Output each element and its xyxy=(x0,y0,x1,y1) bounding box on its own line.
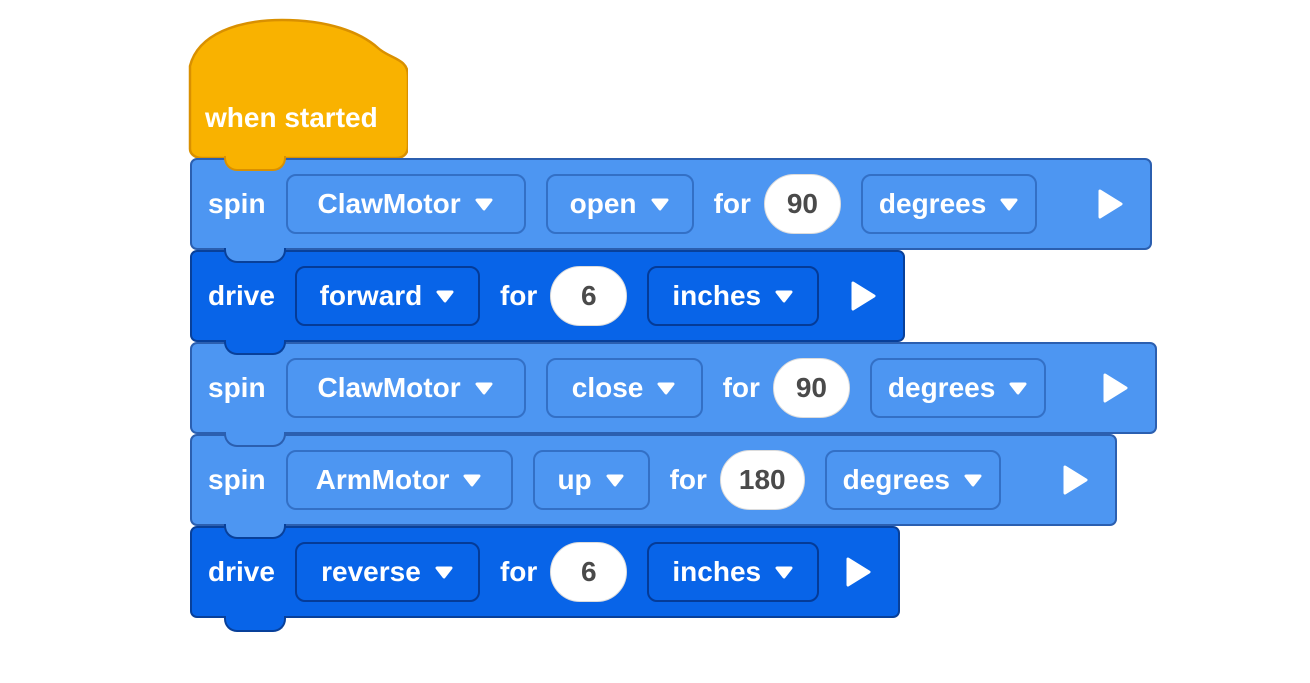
hat-block-shape xyxy=(188,18,408,159)
value-input[interactable]: 6 xyxy=(550,266,628,326)
play-icon xyxy=(1061,464,1089,496)
chevron-down-icon xyxy=(474,381,494,395)
direction-dropdown[interactable]: close xyxy=(545,358,703,418)
dropdown-value: degrees xyxy=(842,464,951,495)
chevron-down-icon xyxy=(999,197,1019,211)
chevron-down-icon xyxy=(1008,381,1028,395)
unit-dropdown[interactable]: degrees xyxy=(869,358,1047,418)
chevron-down-icon xyxy=(435,289,455,303)
chevron-down-icon xyxy=(650,197,670,211)
chevron-down-icon xyxy=(963,473,983,487)
block-connector-tab xyxy=(224,524,286,539)
block-connector-tab xyxy=(224,432,286,447)
for-label: for xyxy=(499,280,538,311)
dropdown-value: inches xyxy=(672,556,762,587)
dropdown-value: ClawMotor xyxy=(317,372,461,403)
spin-block-2[interactable]: spin ClawMotor close for 90 degrees xyxy=(190,342,1157,434)
motor-dropdown[interactable]: ClawMotor xyxy=(285,358,526,418)
chevron-down-icon xyxy=(656,381,676,395)
direction-dropdown[interactable]: reverse xyxy=(294,542,480,602)
dropdown-value: close xyxy=(571,372,644,403)
play-icon xyxy=(1096,188,1124,220)
dropdown-value: degrees xyxy=(887,372,996,403)
chevron-down-icon xyxy=(774,565,794,579)
play-icon xyxy=(844,556,872,588)
hat-block-label: when started xyxy=(205,102,378,133)
command-label: spin xyxy=(208,464,266,495)
dropdown-value: degrees xyxy=(878,188,987,219)
dropdown-value: up xyxy=(557,464,592,495)
drive-block-1[interactable]: drive forward for 6 inches xyxy=(190,250,905,342)
block-connector-tab xyxy=(224,616,286,632)
dropdown-value: reverse xyxy=(321,556,421,587)
for-label: for xyxy=(669,464,707,495)
unit-dropdown[interactable]: inches xyxy=(647,266,820,326)
chevron-down-icon xyxy=(434,565,454,579)
play-icon xyxy=(1101,372,1129,404)
dropdown-value: forward xyxy=(319,280,423,311)
motor-dropdown[interactable]: ArmMotor xyxy=(285,450,513,510)
spin-block-1[interactable]: spin ClawMotor open for 90 degrees xyxy=(190,158,1152,250)
unit-dropdown[interactable]: degrees xyxy=(860,174,1038,234)
dropdown-value: open xyxy=(569,188,637,219)
command-label: drive xyxy=(208,556,275,587)
value-input[interactable]: 180 xyxy=(719,450,805,510)
direction-dropdown[interactable]: open xyxy=(545,174,694,234)
command-label: spin xyxy=(208,372,266,403)
chevron-down-icon xyxy=(474,197,494,211)
for-label: for xyxy=(499,556,538,587)
for-label: for xyxy=(722,372,760,403)
when-started-hat-block[interactable]: when started xyxy=(188,18,408,159)
value-input[interactable]: 6 xyxy=(550,542,628,602)
block-connector-tab xyxy=(224,156,286,171)
drive-block-2[interactable]: drive reverse for 6 inches xyxy=(190,526,900,618)
command-label: spin xyxy=(208,188,266,219)
dropdown-value: ArmMotor xyxy=(315,464,450,495)
unit-dropdown[interactable]: inches xyxy=(647,542,820,602)
chevron-down-icon xyxy=(462,473,482,487)
direction-dropdown[interactable]: forward xyxy=(294,266,480,326)
block-connector-tab xyxy=(224,248,286,263)
chevron-down-icon xyxy=(774,289,794,303)
dropdown-value: ClawMotor xyxy=(317,188,461,219)
value-input[interactable]: 90 xyxy=(763,174,841,234)
chevron-down-icon xyxy=(605,473,625,487)
block-connector-tab xyxy=(224,340,286,355)
direction-dropdown[interactable]: up xyxy=(532,450,650,510)
play-icon xyxy=(849,280,877,312)
dropdown-value: inches xyxy=(672,280,762,311)
for-label: for xyxy=(713,188,751,219)
spin-block-3[interactable]: spin ArmMotor up for 180 degrees xyxy=(190,434,1117,526)
command-label: drive xyxy=(208,280,275,311)
motor-dropdown[interactable]: ClawMotor xyxy=(285,174,526,234)
unit-dropdown[interactable]: degrees xyxy=(824,450,1002,510)
value-input[interactable]: 90 xyxy=(772,358,850,418)
